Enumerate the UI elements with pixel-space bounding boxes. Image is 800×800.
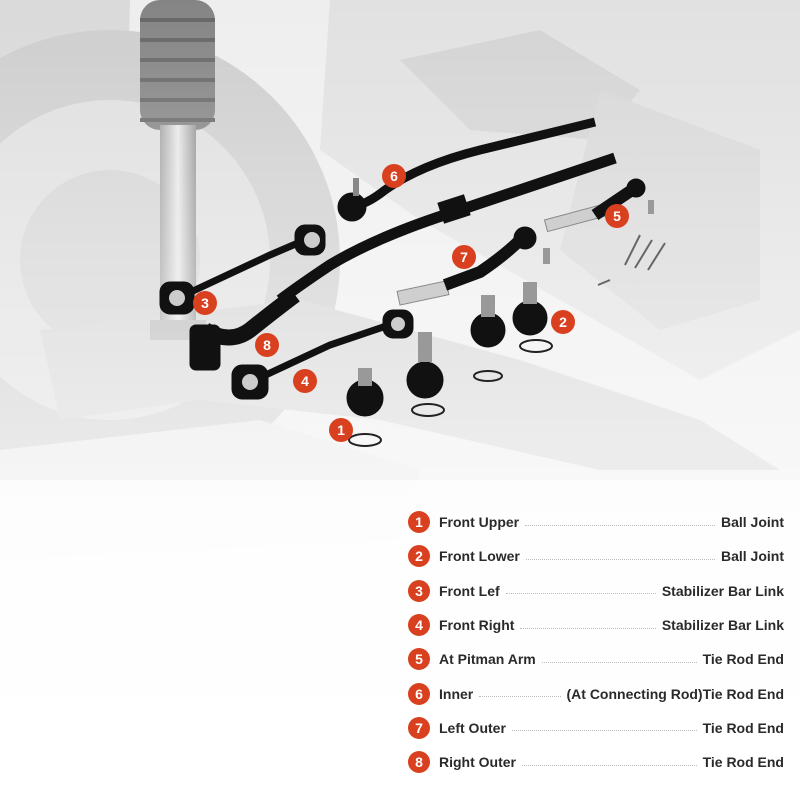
leader-dots [525,558,715,560]
legend-badge: 8 [408,751,430,774]
legend-value: Tie Rod End [702,754,784,771]
callout-5-num: 5 [613,208,621,224]
legend-badge: 5 [408,648,430,671]
leader-dots [541,661,697,663]
legend-row: 8 Right Outer Tie Rod End [408,745,784,779]
hardware-pins [597,234,666,286]
leader-dots [479,696,561,698]
callout-6-num: 6 [390,168,398,184]
callout-7-num: 7 [460,249,468,265]
callout-5 [605,204,629,228]
callout-badges: 1 2 3 4 5 6 7 8 [193,164,629,442]
legend-value: Tie Rod End [702,719,784,736]
legend-row: 1 Front Upper Ball Joint [408,505,784,539]
leader-dots [525,524,715,526]
callout-3-num: 3 [201,295,209,311]
legend-badge: 4 [408,614,430,637]
callout-6 [382,164,406,188]
left-stabilizer-link [176,236,307,302]
legend-label: Front Lower [439,548,520,565]
legend-label: Right Outer [439,754,516,771]
leader-dots [511,730,697,732]
leader-dots [520,627,656,629]
legend-value: Tie Rod End [702,651,784,668]
parts-set [159,117,666,447]
callout-4 [293,369,317,393]
callout-2 [551,310,575,334]
legend-value: Stabilizer Bar Link [661,582,784,599]
callout-7 [452,245,476,269]
legend-label: Inner [439,685,474,702]
leader-dots [505,593,656,595]
legend-value: Stabilizer Bar Link [661,617,784,634]
callout-4-num: 4 [301,373,309,389]
legend-label: Front Lef [439,582,500,599]
legend-label: At Pitman Arm [439,651,536,668]
connecting-rod [276,152,617,305]
legend-row: 4 Front Right Stabilizer Bar Link [408,608,784,642]
legend-row: 7 Left Outer Tie Rod End [408,711,784,745]
legend-badge: 3 [408,579,430,602]
callout-3 [193,291,217,315]
legend-value: (At Connecting Rod)Tie Rod End [566,685,785,702]
callout-1 [329,418,353,442]
parts-legend: 1 Front Upper Ball Joint 2 Front Lower B… [408,505,784,779]
legend-value: Ball Joint [720,548,784,565]
legend-row: 2 Front Lower Ball Joint [408,539,784,573]
right-stabilizer-link [253,318,400,384]
callout-8-num: 8 [263,337,271,353]
legend-badge: 2 [408,545,430,568]
legend-badge: 1 [408,511,430,534]
callout-8 [255,333,279,357]
callout-2-num: 2 [559,314,567,330]
leader-dots [522,764,697,766]
legend-label: Front Right [439,617,515,634]
legend-value: Ball Joint [720,514,784,531]
legend-label: Left Outer [439,719,506,736]
callout-1-num: 1 [337,422,345,438]
legend-badge: 6 [408,682,430,705]
ball-joints [346,282,553,447]
legend-label: Front Upper [439,514,520,531]
legend-badge: 7 [408,716,430,739]
legend-row: 5 At Pitman Arm Tie Rod End [408,642,784,676]
legend-row: 6 Inner (At Connecting Rod)Tie Rod End [408,676,784,710]
legend-row: 3 Front Lef Stabilizer Bar Link [408,574,784,608]
